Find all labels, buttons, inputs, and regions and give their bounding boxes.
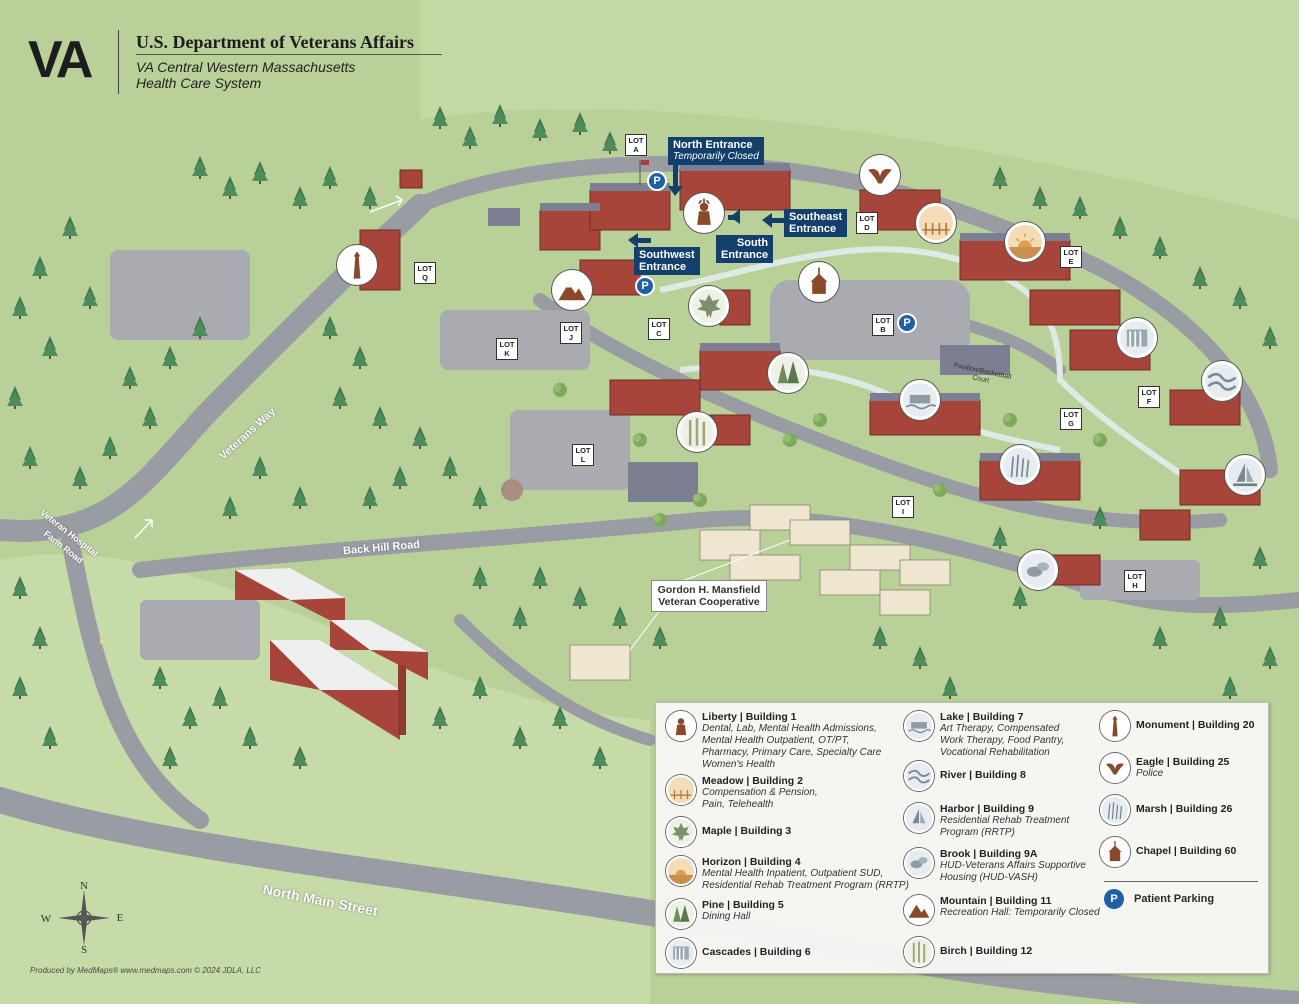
legend-item-monument[interactable]: Monument | Building 20	[1100, 711, 1254, 741]
mountain-icon	[904, 895, 934, 925]
mountain-icon[interactable]	[552, 270, 592, 310]
patient-parking-badge[interactable]: P	[897, 313, 917, 333]
liberty-icon[interactable]	[684, 193, 724, 233]
cascades-icon[interactable]	[1117, 318, 1157, 358]
chapel-icon	[1100, 837, 1130, 867]
callout-leader-lines	[629, 540, 791, 651]
compass-e: E	[117, 912, 124, 924]
map-credit: Produced by MedMaps® www.medmaps.com © 2…	[30, 966, 261, 975]
north-entrance-label[interactable]: North Entrance Temporarily Closed	[668, 137, 764, 165]
department-title: U.S. Department of Veterans Affairs	[136, 32, 414, 52]
brook-icon[interactable]	[1018, 550, 1058, 590]
southeast-entrance-label[interactable]: Southeast Entrance	[784, 209, 848, 237]
horizon-icon	[666, 856, 696, 886]
liberty-icon	[666, 711, 696, 741]
compass-rose: N S W E	[41, 882, 124, 954]
department-underline	[136, 54, 442, 55]
brook-icon	[904, 848, 934, 878]
system-name-line1: VA Central Western Massachusetts	[136, 59, 356, 75]
monument-icon[interactable]	[337, 245, 377, 285]
patient-parking-label: Patient Parking	[1134, 893, 1215, 905]
header-divider	[118, 30, 119, 94]
river-icon[interactable]	[1202, 361, 1242, 401]
cascades-icon	[666, 938, 696, 968]
compass-w: W	[41, 913, 52, 925]
marsh-icon	[1100, 795, 1130, 825]
chapel-icon[interactable]	[799, 262, 839, 302]
legend-item-birch[interactable]: Birch | Building 12	[904, 937, 1032, 967]
meadow-icon[interactable]	[916, 203, 956, 243]
system-name-line2: Health Care System	[136, 75, 262, 91]
patient-parking-badge[interactable]: P	[647, 171, 667, 191]
legend-item-marsh[interactable]: Marsh | Building 26	[1100, 795, 1232, 825]
lake-icon[interactable]	[900, 380, 940, 420]
eagle-icon[interactable]	[860, 155, 900, 195]
legend-item-maple[interactable]: Maple | Building 3	[666, 817, 791, 847]
parking-icon: P	[1104, 889, 1124, 909]
legend-item-patient-parking[interactable]: P Patient Parking	[1104, 889, 1214, 909]
monument-icon	[1100, 711, 1130, 741]
legend-item-cascades[interactable]: Cascades | Building 6	[666, 938, 811, 968]
pine-icon[interactable]	[768, 353, 808, 393]
maple-icon[interactable]	[689, 286, 729, 326]
maple-icon	[666, 817, 696, 847]
veteran-cooperative-callout[interactable]: Gordon H. Mansfield Veteran Cooperative	[651, 580, 767, 612]
river-icon	[904, 761, 934, 791]
south-entrance-label[interactable]: South Entrance	[716, 235, 774, 263]
horizon-icon[interactable]	[1005, 222, 1045, 262]
va-logo: VA	[28, 31, 93, 89]
meadow-icon	[666, 775, 696, 805]
birch-icon	[904, 937, 934, 967]
patient-parking-badge[interactable]: P	[635, 276, 655, 296]
lake-icon	[904, 711, 934, 741]
southwest-entrance-label[interactable]: Southwest Entrance	[634, 247, 700, 275]
legend-item-chapel[interactable]: Chapel | Building 60	[1100, 837, 1236, 867]
marsh-icon[interactable]	[1000, 445, 1040, 485]
pine-icon	[666, 899, 696, 929]
harbor-icon[interactable]	[1225, 455, 1265, 495]
eagle-icon	[1100, 753, 1130, 783]
north-entrance-note: Temporarily Closed	[673, 151, 759, 162]
harbor-icon	[904, 803, 934, 833]
compass-n: N	[80, 882, 88, 892]
legend-divider	[1104, 881, 1258, 882]
birch-icon[interactable]	[677, 412, 717, 452]
legend-item-river[interactable]: River | Building 8	[904, 761, 1026, 791]
compass-s: S	[81, 944, 87, 954]
